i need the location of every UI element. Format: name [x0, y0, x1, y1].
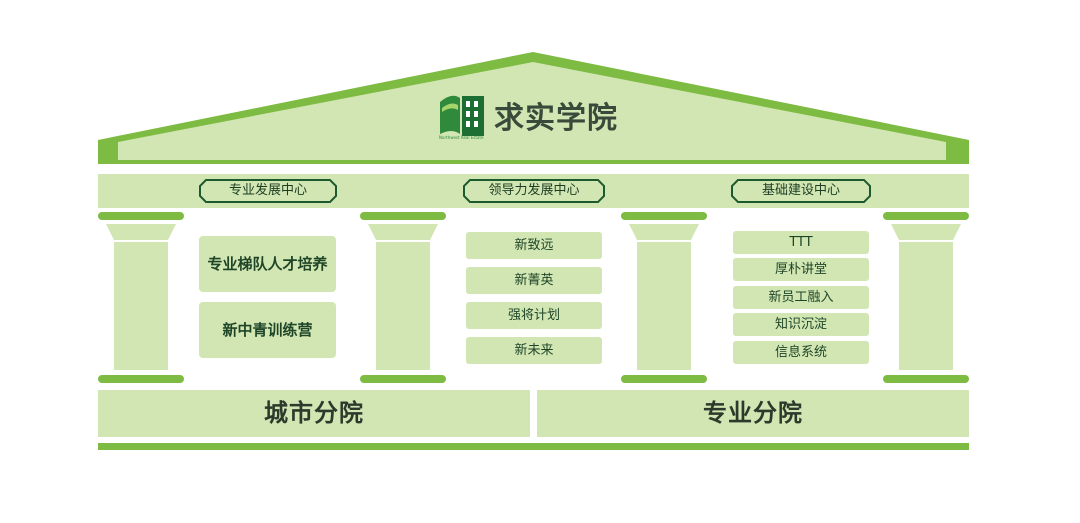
program-card: TTT: [733, 231, 869, 254]
academy-logo: Northwest Real Estate 求实学院: [438, 90, 638, 140]
pillar-2: [360, 212, 446, 383]
branch-professional: 专业分院: [537, 390, 969, 437]
roof-inner: [118, 62, 946, 160]
program-card: 信息系统: [733, 341, 869, 364]
program-card: 知识沉淀: [733, 313, 869, 336]
program-card: 强将计划: [466, 302, 602, 329]
program-card: 新未来: [466, 337, 602, 364]
program-card: 新致远: [466, 232, 602, 259]
center-label-infrastructure: 基础建设中心: [738, 181, 864, 201]
branch-city: 城市分院: [98, 390, 530, 437]
center-label-professional: 专业发展中心: [206, 181, 330, 201]
program-card: 专业梯队人才培养: [199, 236, 336, 292]
pillar-3: [621, 212, 707, 383]
program-card: 厚朴讲堂: [733, 258, 869, 281]
pillar-1: [98, 212, 184, 383]
roof-band: [98, 164, 969, 170]
program-card: 新菁英: [466, 267, 602, 294]
foundation-line: [98, 443, 969, 450]
book-building-icon: Northwest Real Estate: [439, 95, 484, 140]
logo-mark-text: Northwest Real Estate: [439, 135, 484, 140]
program-card: 新员工融入: [733, 286, 869, 309]
pillar-4: [883, 212, 969, 383]
academy-name: 求实学院: [494, 101, 618, 136]
center-label-leadership: 领导力发展中心: [470, 181, 598, 201]
program-card: 新中青训练营: [199, 302, 336, 358]
